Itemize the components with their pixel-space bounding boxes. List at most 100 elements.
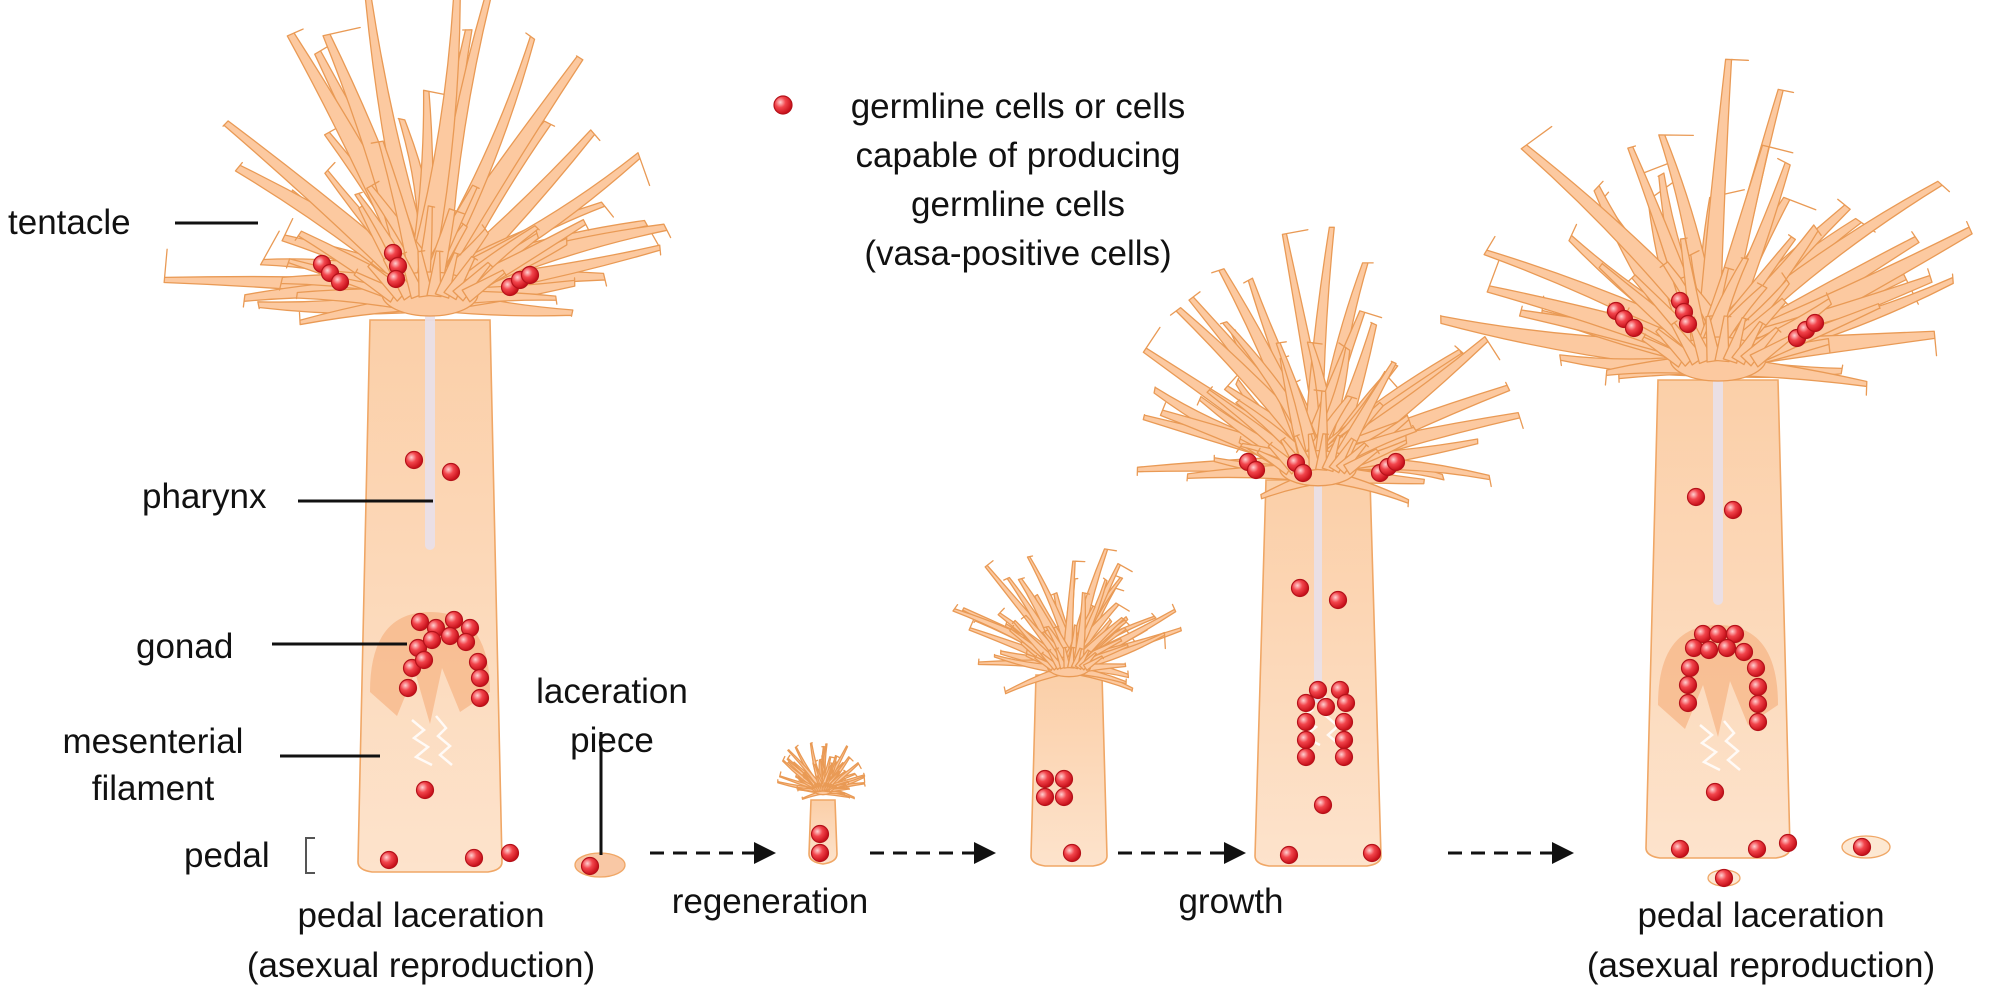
arrow-head-icon <box>754 842 776 864</box>
tentacle-shape <box>828 785 838 793</box>
tentacle-shape <box>1040 651 1060 671</box>
tentacle-shape <box>1082 655 1105 671</box>
germ-cell <box>404 450 424 470</box>
germ-cell <box>464 848 484 868</box>
pharynx <box>1314 473 1322 703</box>
germ-cell <box>1805 313 1825 333</box>
tentacle-shape <box>1074 649 1092 670</box>
germ-cell <box>1362 843 1382 863</box>
tentacle-shape <box>1070 647 1084 670</box>
step-growth: growth <box>1178 882 1283 921</box>
tentacle-shape <box>809 742 825 792</box>
germ-cell <box>1054 769 1074 789</box>
tentacle-shape <box>1071 591 1091 672</box>
anemone-stage-3 <box>1136 226 1524 867</box>
germ-cell <box>415 780 435 800</box>
germ-cell <box>441 462 461 482</box>
germ-cell <box>1699 640 1719 660</box>
germ-cells-layer <box>312 243 1872 888</box>
caption-left-line1: pedal laceration <box>297 896 544 935</box>
germ-cell <box>1852 837 1872 857</box>
germ-cell <box>1714 868 1734 888</box>
column-body <box>1030 674 1108 867</box>
tentacle-shape <box>787 749 825 792</box>
legend-germ-cell-icon <box>773 95 793 115</box>
germ-cell <box>1734 642 1754 662</box>
germ-cell <box>1334 730 1354 750</box>
tentacle-shape <box>1670 320 1705 366</box>
tentacle-shape <box>370 140 432 303</box>
germ-cell <box>1717 638 1737 658</box>
germ-cell <box>1308 680 1328 700</box>
germ-cell <box>440 626 460 646</box>
germ-cell <box>1035 787 1055 807</box>
germ-cell <box>500 843 520 863</box>
germ-cell <box>1035 769 1055 789</box>
mesenterial-filament <box>1699 720 1741 772</box>
column-body <box>357 319 503 873</box>
germ-cell <box>468 652 488 672</box>
arrow-head-icon <box>974 842 996 864</box>
legend-line2: capable of producing <box>856 136 1181 175</box>
pharynx <box>425 300 435 550</box>
germ-cell <box>1336 693 1356 713</box>
germ-cell <box>1723 500 1743 520</box>
germ-cell <box>1678 314 1698 334</box>
germ-cell <box>1296 693 1316 713</box>
process-arrows <box>650 842 1574 864</box>
label-laceration: laceration <box>536 672 688 711</box>
tentacle-shape <box>1722 317 1750 364</box>
anemones-layer <box>163 0 1973 887</box>
germ-cell <box>810 824 830 844</box>
germ-cell <box>1296 730 1316 750</box>
germ-cell <box>810 843 830 863</box>
germ-cell <box>1313 795 1333 815</box>
legend: germline cells or cells capable of produ… <box>773 87 1186 273</box>
germ-cell <box>410 612 430 632</box>
germ-cell <box>1705 782 1725 802</box>
germ-cell <box>1747 839 1767 859</box>
germ-cell <box>1624 318 1644 338</box>
germ-cell <box>1746 658 1766 678</box>
germ-cell <box>1748 694 1768 714</box>
legend-line4: (vasa-positive cells) <box>864 234 1171 273</box>
germ-cell <box>1748 677 1768 697</box>
germ-cell <box>444 610 464 630</box>
germ-cell <box>1686 487 1706 507</box>
tentacle-shape <box>1695 58 1749 357</box>
label-pedal: pedal <box>184 836 270 875</box>
tentacle-shape <box>818 762 834 793</box>
tentacle-shape <box>1343 448 1380 476</box>
germ-cell <box>520 265 540 285</box>
label-piece: piece <box>570 721 654 760</box>
caption-right-line1: pedal laceration <box>1637 896 1884 935</box>
tentacle-shape <box>1328 437 1357 474</box>
tentacle-shape <box>353 268 399 303</box>
label-mesenterial: mesenterial <box>63 722 244 761</box>
legend-line1: germline cells or cells <box>851 87 1186 126</box>
tentacle-shape <box>1731 320 1767 366</box>
tentacle-shape <box>1641 333 1687 368</box>
germ-cell <box>422 630 442 650</box>
germ-cell <box>414 650 434 670</box>
germ-cell <box>379 850 399 870</box>
germ-cell <box>1334 712 1354 732</box>
germ-cell <box>398 678 418 698</box>
germ-cell <box>1386 452 1406 472</box>
germ-cell <box>1328 590 1348 610</box>
germ-cell <box>1678 675 1698 695</box>
tentacle-shape <box>1256 447 1293 476</box>
tentacle-shape <box>434 252 462 299</box>
germ-cell <box>1684 638 1704 658</box>
label-pharynx: pharynx <box>142 477 267 516</box>
step-regeneration: regeneration <box>672 882 869 921</box>
germ-cell <box>386 269 406 289</box>
legend-line3: germline cells <box>911 185 1125 224</box>
label-gonad: gonad <box>136 627 233 666</box>
germ-cell <box>1680 658 1700 678</box>
tentacle-shape <box>1034 654 1056 672</box>
pharynx <box>1713 365 1723 605</box>
germ-cell <box>470 688 490 708</box>
tentacle-shape <box>823 782 830 793</box>
